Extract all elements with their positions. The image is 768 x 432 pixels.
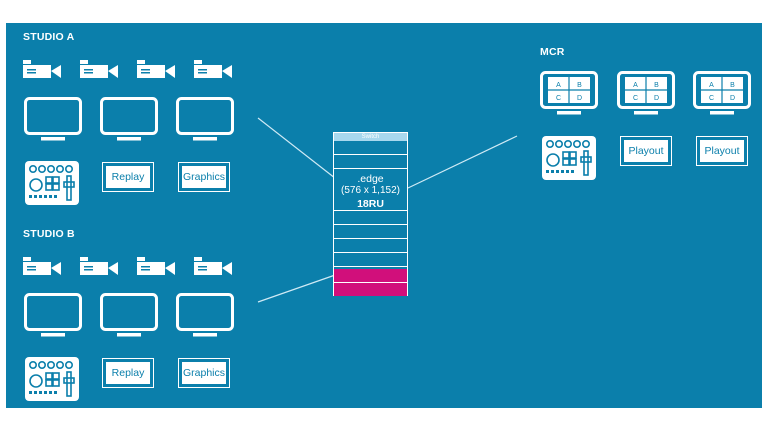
switch-slot [334, 211, 407, 225]
camera-icon [194, 60, 232, 78]
graphics-server: Graphics [178, 358, 230, 388]
switch-slot-highlight [334, 283, 407, 296]
studio-a-link [257, 117, 341, 183]
quad-label-c: C [709, 95, 714, 102]
quad-label-d: D [577, 95, 582, 102]
monitor-icon [24, 97, 82, 141]
switch-header: Switch [334, 133, 407, 141]
replay-label: Replay [106, 362, 150, 384]
switch-label-area [334, 171, 407, 207]
multiviewer-icon: A B C D [617, 71, 675, 115]
control-panel-icon [25, 161, 79, 205]
monitor-icon [176, 293, 234, 337]
quad-label-c: C [556, 95, 561, 102]
playout-server: Playout [696, 136, 748, 166]
replay-server: Replay [102, 358, 154, 388]
camera-icon [194, 257, 232, 275]
mcr-link [407, 135, 518, 189]
quad-label-c: C [633, 95, 638, 102]
camera-icon [80, 257, 118, 275]
graphics-label: Graphics [182, 362, 226, 384]
quad-label-a: A [709, 82, 714, 89]
switch-slot [334, 197, 407, 211]
switch-slot [334, 141, 407, 155]
replay-server: Replay [102, 162, 154, 192]
camera-icon [23, 257, 61, 275]
switch-slot [334, 225, 407, 239]
studio-b-label: STUDIO B [23, 228, 75, 240]
camera-icon [23, 60, 61, 78]
camera-icon [137, 60, 175, 78]
graphics-label: Graphics [182, 166, 226, 188]
quad-label-b: B [654, 82, 659, 89]
monitor-icon [100, 97, 158, 141]
quad-label-a: A [633, 82, 638, 89]
mcr-label: MCR [540, 46, 565, 58]
replay-label: Replay [106, 166, 150, 188]
switch-rack-units: 18RU [357, 198, 384, 210]
monitor-icon [100, 293, 158, 337]
quad-label-a: A [556, 82, 561, 89]
quad-label-d: D [730, 95, 735, 102]
switch-slot [334, 155, 407, 169]
playout-label: Playout [700, 140, 744, 162]
switch-name: .edge [357, 173, 384, 185]
graphics-server: Graphics [178, 162, 230, 192]
studio-a-label: STUDIO A [23, 31, 75, 43]
monitor-icon [176, 97, 234, 141]
multiviewer-icon: A B C D [693, 71, 751, 115]
multiviewer-icon: A B C D [540, 71, 598, 115]
control-panel-icon [542, 136, 596, 180]
quad-label-b: B [730, 82, 735, 89]
camera-icon [80, 60, 118, 78]
playout-server: Playout [620, 136, 672, 166]
switch-capacity: (576 x 1,152) [341, 185, 400, 196]
studio-b-link [257, 273, 339, 303]
monitor-icon [24, 293, 82, 337]
quad-label-d: D [654, 95, 659, 102]
quad-label-b: B [577, 82, 582, 89]
control-panel-icon [25, 357, 79, 401]
playout-label: Playout [624, 140, 668, 162]
switch-chassis: Switch .edge (576 x 1,152) 18RU [333, 132, 408, 296]
switch-slot-highlight [334, 269, 407, 283]
switch-slot [334, 253, 407, 267]
camera-icon [137, 257, 175, 275]
switch-slot [334, 239, 407, 253]
